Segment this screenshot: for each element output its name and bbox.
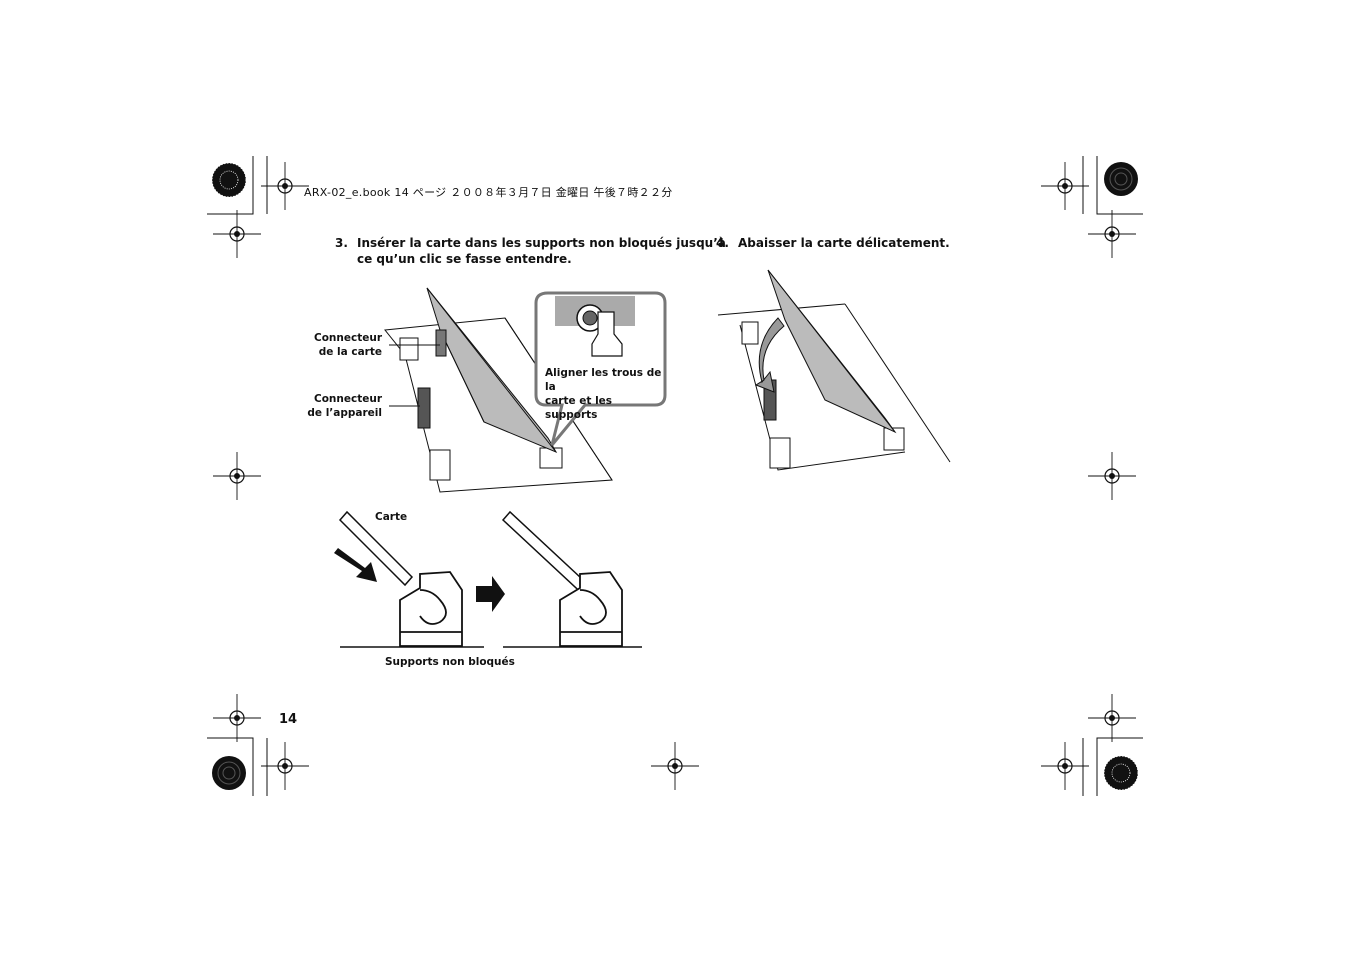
step-3: 3. Insérer la carte dans les supports no… — [335, 235, 726, 269]
card-insertion-illustration — [384, 287, 613, 493]
registration-mark — [260, 161, 310, 211]
step-number: 3. — [335, 236, 348, 250]
page-number: 14 — [279, 712, 298, 727]
registration-mark — [212, 209, 262, 259]
registration-mark — [1040, 161, 1090, 211]
step-number: 4. — [716, 236, 729, 250]
star-target-tr — [1104, 162, 1138, 196]
registration-mark — [212, 693, 262, 743]
label-callout: Aligner les trous de la carte et les sup… — [545, 366, 663, 422]
registration-mark — [1087, 693, 1137, 743]
star-target-bl — [212, 756, 246, 790]
card-lowering-illustration — [717, 269, 951, 471]
label-line: de l’appareil — [307, 407, 382, 419]
step-text: Abaisser la carte délicatement. — [738, 236, 950, 250]
registration-mark — [260, 741, 310, 791]
registration-mark — [1087, 451, 1137, 501]
registration-mark — [650, 741, 700, 791]
star-target-tl — [211, 162, 247, 198]
label-line: Connecteur — [313, 332, 382, 344]
label-line: de la carte — [318, 346, 382, 358]
registration-mark — [212, 451, 262, 501]
label-line: Aligner les trous de la — [545, 367, 662, 393]
registration-mark — [1087, 209, 1137, 259]
label-card-connector: Connecteur de la carte — [300, 331, 382, 359]
step-text-line: Insérer la carte dans les supports non b… — [357, 236, 726, 250]
step-4: 4. Abaisser la carte délicatement. — [716, 235, 976, 253]
step-text-line: ce qu’un clic se fasse entendre. — [357, 252, 572, 266]
star-target-br — [1103, 755, 1139, 791]
label-supports: Supports non bloqués — [385, 656, 515, 668]
step-text: Insérer la carte dans les supports non b… — [357, 235, 726, 267]
holder-detail-illustration — [334, 510, 642, 648]
crop-marks — [207, 156, 1143, 796]
print-header: ARX-02_e.book 14 ページ ２００８年３月７日 金曜日 午後７時２… — [304, 186, 673, 199]
registration-mark — [1040, 741, 1090, 791]
callout-bubble — [534, 291, 667, 446]
label-card: Carte — [375, 511, 408, 523]
label-line: carte et les supports — [545, 395, 613, 421]
label-line: Connecteur — [313, 393, 382, 405]
label-device-connector: Connecteur de l’appareil — [290, 392, 382, 420]
